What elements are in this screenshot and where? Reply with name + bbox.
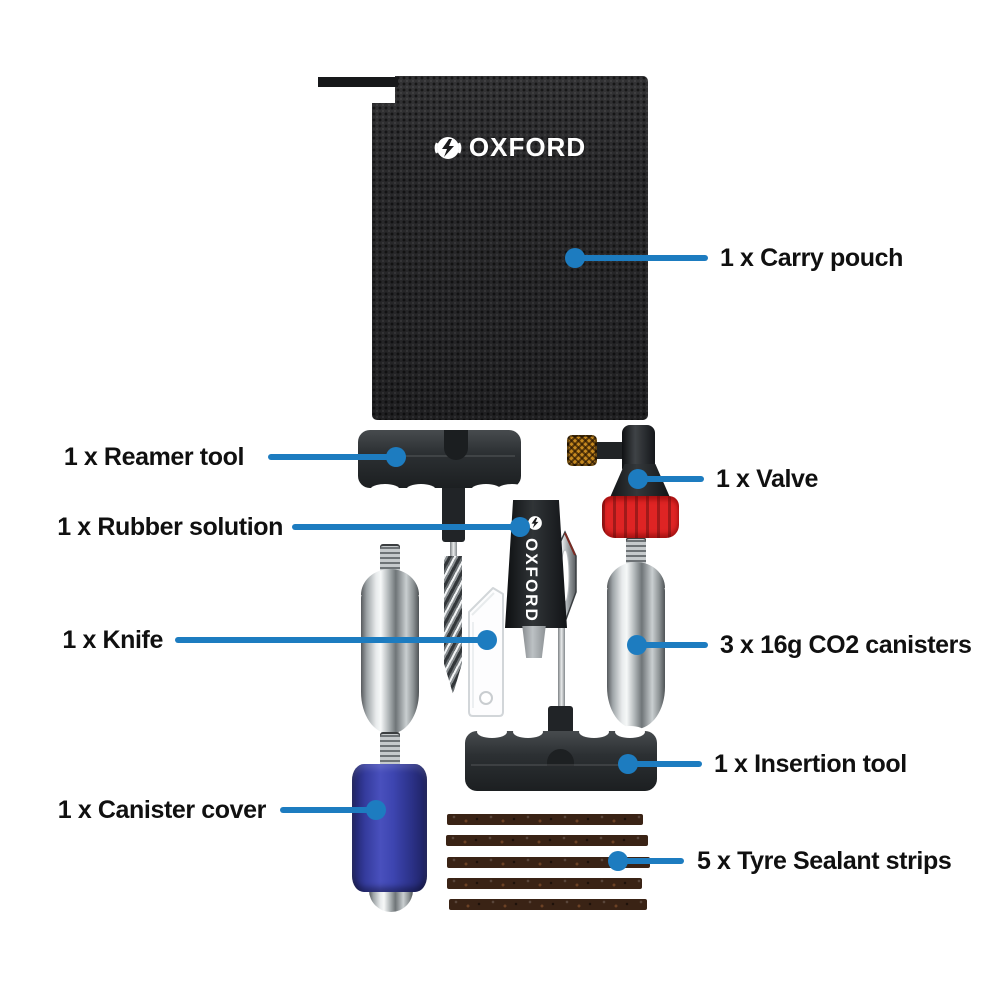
reamer-scallop [471,484,501,496]
reamer-shaft [442,480,465,542]
callout-line-valve [638,476,704,482]
callout-line-rubber-solution [292,524,520,530]
canister-neck [380,732,400,768]
insertion-scallop [513,726,543,738]
sealant-strip [446,835,648,846]
reamer-scallop [406,484,436,496]
callout-dot-co2-canisters [627,635,647,655]
callout-label-co2-canisters: 3 x 16g CO2 canisters [720,631,972,659]
callout-dot-knife [477,630,497,650]
callout-line-insertion-tool [628,761,702,767]
callout-line-carry-pouch [575,255,708,261]
canister-neck [380,544,400,572]
knife-image [463,582,508,727]
callout-dot-valve [628,469,648,489]
sealant-strip [447,857,650,868]
pouch-logo-text: OXFORD [468,132,587,162]
callout-label-sealant-strips: 5 x Tyre Sealant strips [697,847,952,875]
tube-logo-text: OXFORD [522,538,541,623]
insertion-scallop [579,726,609,738]
carry-pouch-image [372,76,648,420]
canister-cover-image [352,764,427,892]
canister-neck [626,537,646,565]
co2-canister-right [607,537,665,729]
canister-body [361,590,419,734]
callout-label-knife: 1 x Knife [62,626,163,654]
reamer-scallop [370,484,400,496]
valve-side-port [594,442,624,459]
reamer-handle-ridge [364,455,515,457]
valve-brass-fitting [567,435,597,466]
co2-canister-left [361,544,419,734]
callout-label-carry-pouch: 1 x Carry pouch [720,244,903,272]
callout-label-insertion-tool: 1 x Insertion tool [714,750,907,778]
insertion-handle-arch [547,749,574,766]
callout-line-reamer-tool [268,454,396,460]
reamer-spiral-bit [444,556,462,694]
callout-label-valve: 1 x Valve [716,465,819,493]
reamer-pin [450,542,457,562]
insertion-scallop [477,726,507,738]
callout-dot-sealant-strips [608,851,628,871]
callout-dot-carry-pouch [565,248,585,268]
callout-dot-reamer-tool [386,447,406,467]
sealant-strip [449,899,647,910]
callout-label-reamer-tool: 1 x Reamer tool [63,443,245,471]
callout-dot-canister-cover [366,800,386,820]
valve-red-collar [602,496,679,538]
insertion-handle-ridge [471,764,651,766]
co2-canister-covered [361,732,419,912]
callout-line-canister-cover [280,807,376,813]
callout-dot-insertion-tool [618,754,638,774]
canister-body [607,583,665,729]
insertion-needle-shaft [558,618,565,736]
valve-body-top [622,425,655,470]
reamer-scallop [497,484,527,496]
insertion-scallop [615,726,645,738]
callout-line-knife [175,637,487,643]
callout-dot-rubber-solution [510,517,530,537]
rubber-solution-nozzle [522,626,546,658]
sealant-strip [447,814,643,825]
oxford-bolt-icon [527,515,543,536]
callout-line-sealant-strips [618,858,684,864]
sealant-strip [447,878,642,889]
oxford-bolt-icon [434,134,462,162]
pouch-strap [318,77,398,87]
callout-label-rubber-solution: 1 x Rubber solution [57,513,283,541]
oxford-logo: OXFORD [372,132,648,163]
callout-line-co2-canisters [637,642,708,648]
reamer-handle-notch [444,430,468,460]
callout-label-canister-cover: 1 x Canister cover [57,796,267,824]
